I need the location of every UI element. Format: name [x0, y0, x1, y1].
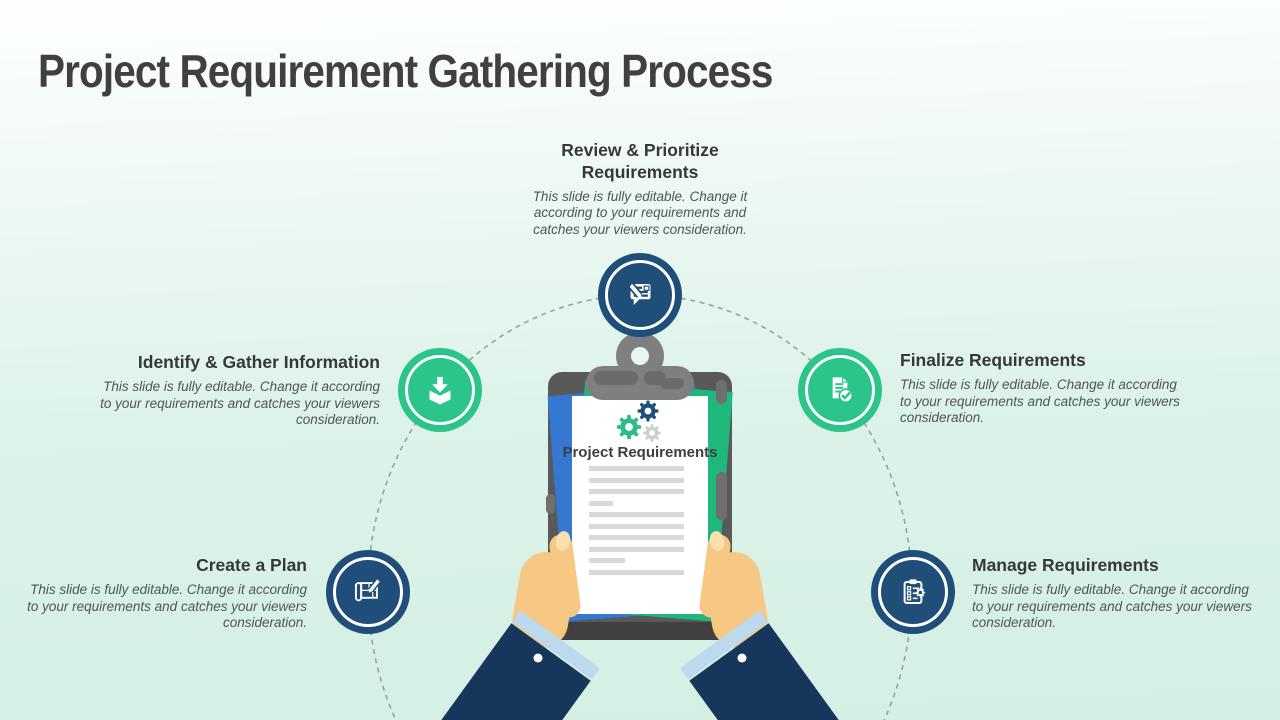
right-hand [680, 531, 839, 720]
step-description: This slide is fully editable. Change it … [532, 188, 748, 238]
badge-finalize-requirements [798, 348, 882, 432]
clipboard-graphic: Project Requirements [546, 332, 733, 640]
step-description: This slide is fully editable. Change it … [972, 581, 1252, 631]
note-with-pencil-icon [628, 283, 651, 305]
step-title: Create a Plan [196, 555, 307, 575]
step-finalize-requirements: Finalize Requirements This slide is full… [900, 350, 1190, 427]
step-create-plan: Create a Plan This slide is fully editab… [22, 555, 307, 632]
step-title: Finalize Requirements [900, 350, 1086, 370]
document-checkmark-icon [832, 377, 854, 404]
left-hand [441, 531, 600, 720]
badge-manage-requirements [871, 550, 955, 634]
page-title: Project Requirement Gathering Process [38, 45, 773, 97]
badge-identify-gather [398, 348, 482, 432]
step-description: This slide is fully editable. Change it … [27, 581, 307, 631]
badge-review-prioritize [598, 253, 682, 337]
step-title: Review & Prioritize Requirements [561, 140, 719, 182]
step-description: This slide is fully editable. Change it … [100, 378, 380, 428]
paper-gears [616, 400, 661, 442]
step-title: Manage Requirements [972, 555, 1159, 575]
paper-text-lines [589, 466, 684, 575]
clipboard-gear-icon [903, 579, 926, 605]
paper-title: Project Requirements [562, 444, 717, 461]
step-description: This slide is fully editable. Change it … [900, 376, 1180, 426]
step-identify-gather: Identify & Gather Information This slide… [95, 352, 380, 429]
step-review-prioritize: Review & Prioritize Requirements This sl… [520, 140, 760, 239]
badge-create-plan [326, 550, 410, 634]
step-manage-requirements: Manage Requirements This slide is fully … [972, 555, 1262, 632]
blueprint-pencil-icon [354, 578, 381, 602]
download-into-box-icon [429, 376, 451, 405]
step-title: Identify & Gather Information [137, 352, 380, 372]
